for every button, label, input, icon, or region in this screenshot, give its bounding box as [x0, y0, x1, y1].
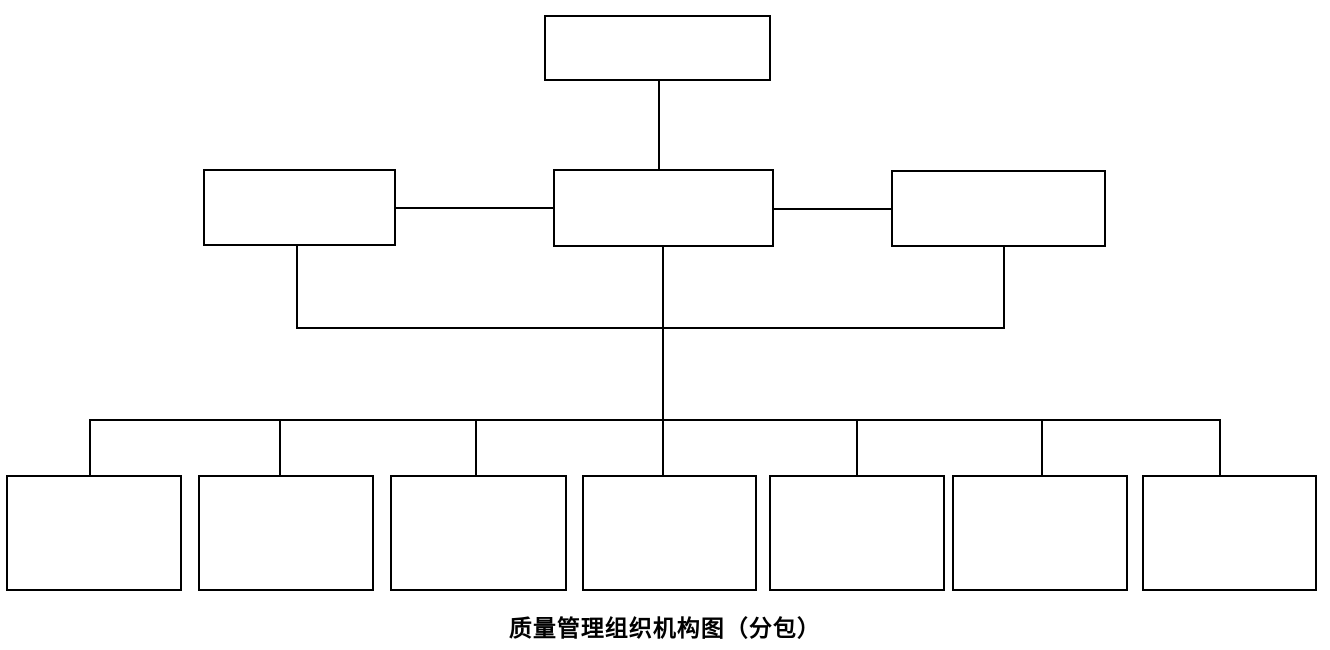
connector-bus-drop-5 — [856, 419, 858, 475]
connector-bus-drop-4 — [662, 419, 664, 475]
connector-bus-drop-2 — [279, 419, 281, 475]
connector-bus-drop-6 — [1041, 419, 1043, 475]
connector-bus-drop-1 — [89, 419, 91, 475]
connector-bus-drop-7 — [1219, 419, 1221, 475]
connector-top-to-center — [658, 81, 660, 169]
org-box-top — [544, 15, 771, 81]
connector-left-drop — [296, 246, 298, 329]
connector-bus — [89, 419, 1221, 421]
connector-center-to-right — [774, 208, 891, 210]
org-box-level2-right — [891, 170, 1106, 247]
org-box-bottom-6 — [952, 475, 1128, 591]
connector-left-to-center — [396, 207, 553, 209]
org-box-bottom-3 — [390, 475, 567, 591]
connector-center-drop — [662, 247, 664, 421]
org-box-bottom-2 — [198, 475, 374, 591]
org-box-level2-center — [553, 169, 774, 247]
org-box-level2-left — [203, 169, 396, 246]
connector-right-drop — [1003, 247, 1005, 329]
connector-bus-drop-3 — [475, 419, 477, 475]
connector-cross-tie — [296, 327, 1005, 329]
org-box-bottom-7 — [1142, 475, 1317, 591]
org-box-bottom-4 — [582, 475, 757, 591]
org-box-bottom-5 — [769, 475, 945, 591]
org-box-bottom-1 — [6, 475, 182, 591]
diagram-caption: 质量管理组织机构图（分包） — [509, 616, 821, 641]
